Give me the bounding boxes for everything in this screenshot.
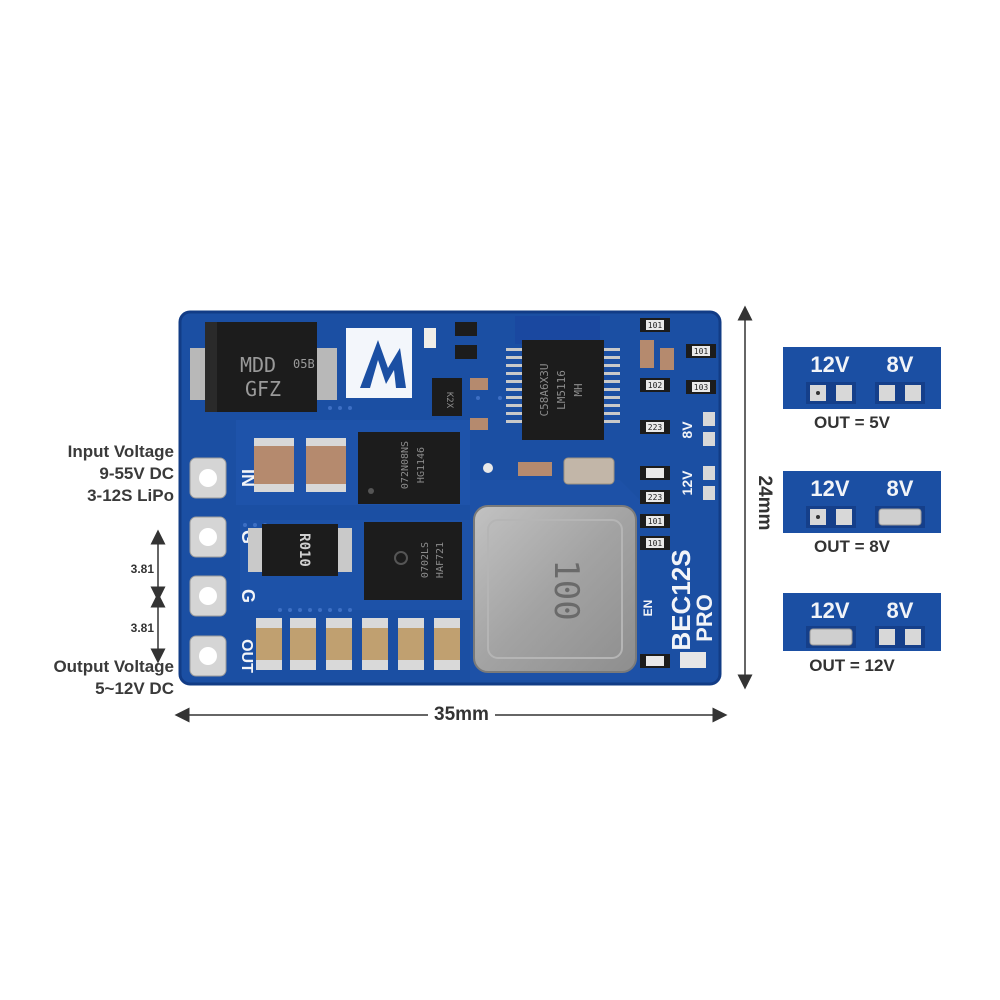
input-voltage-title: Input Voltage <box>67 442 174 461</box>
output-capacitors <box>256 618 460 670</box>
small-ic: K2X <box>432 378 462 416</box>
svg-text:223: 223 <box>648 493 663 502</box>
height-dimension-label: 24mm <box>753 469 775 537</box>
width-dimension-label: 35mm <box>428 704 495 726</box>
input-voltage-range: 9-55V DC <box>99 464 174 483</box>
resistor-column: 101 101 102 103 223 223 101 101 <box>640 318 716 668</box>
svg-text:102: 102 <box>648 381 663 390</box>
inductor-text: 100 <box>546 559 586 620</box>
svg-text:12V: 12V <box>810 598 849 623</box>
shunt-resistor: R010 <box>248 524 352 576</box>
mosfet2-text-2: HAF721 <box>435 542 446 578</box>
svg-text:103: 103 <box>694 383 709 392</box>
jumper-caption-12v: OUT = 12V <box>809 656 895 675</box>
mosfet-1: 072N08NS HG1146 <box>358 432 460 504</box>
onboard-jumper-12v: 12V <box>679 470 695 496</box>
onboard-jumper-8v: 8V <box>679 421 695 439</box>
smd-capacitor <box>470 378 488 390</box>
jumper-caption-8v: OUT = 8V <box>813 537 891 556</box>
svg-text:8V: 8V <box>887 352 914 377</box>
pin-label-out: OUT <box>238 639 255 673</box>
pin-label-g2: G <box>238 589 258 603</box>
jumper-caption-5v: OUT = 5V <box>813 413 891 432</box>
svg-text:101: 101 <box>648 321 663 330</box>
brand-logo <box>346 328 412 398</box>
mosfet2-text-1: 0702LS <box>420 542 431 578</box>
smd-capacitor <box>518 462 552 476</box>
svg-text:12V: 12V <box>810 476 849 501</box>
mosfet-2: 0702LS HAF721 <box>364 522 462 600</box>
svg-text:8V: 8V <box>887 598 914 623</box>
board-name: BEC12S <box>666 549 696 650</box>
svg-text:101: 101 <box>648 517 663 526</box>
input-voltage-label: Input Voltage 9-55V DC 3-12S LiPo <box>20 441 174 507</box>
pin-pads <box>189 457 227 677</box>
output-voltage-title: Output Voltage <box>53 657 174 676</box>
input-capacitors <box>254 438 346 492</box>
pin-g2-pad <box>189 575 227 617</box>
pin-in-pad <box>189 457 227 499</box>
pin-pitch-label-2: 3.81 <box>130 621 154 635</box>
pin-pitch-label-1: 3.81 <box>130 562 154 576</box>
svg-text:223: 223 <box>648 423 663 432</box>
output-voltage-range: 5~12V DC <box>95 679 174 698</box>
mosfet1-text-2: HG1146 <box>416 447 427 483</box>
svg-text:K2X: K2X <box>444 392 454 409</box>
diode-text-top: MDD <box>240 353 276 377</box>
svg-text:101: 101 <box>648 539 663 548</box>
smd-part <box>455 345 477 359</box>
board-name-suffix: PRO <box>692 594 717 642</box>
smd-part <box>424 328 436 348</box>
jumper-config-12v: 12V 8V <box>783 593 941 651</box>
smd-part <box>455 322 477 336</box>
pin-g1-pad <box>189 516 227 558</box>
diode-text-code: 05B <box>293 357 315 371</box>
ic-text-1: C58A6X3U <box>538 364 551 417</box>
onboard-jumpers: 8V 12V <box>679 412 715 500</box>
jumper-config-8v: 12V 8V <box>783 471 941 533</box>
diode-mdd: MDD 05B GFZ <box>190 322 337 412</box>
output-voltage-label: Output Voltage 5~12V DC <box>20 656 174 700</box>
svg-text:12V: 12V <box>810 352 849 377</box>
controller-ic: C58A6X3U LM5116 MH <box>506 340 620 440</box>
ic-text-3: MH <box>572 383 585 396</box>
smd-capacitor <box>470 418 488 430</box>
input-voltage-cells: 3-12S LiPo <box>87 486 174 505</box>
svg-text:101: 101 <box>694 347 709 356</box>
pin-out-pad <box>189 635 227 677</box>
shunt-text: R010 <box>296 533 312 567</box>
pin-label-in: IN <box>238 469 258 487</box>
svg-text:8V: 8V <box>887 476 914 501</box>
jumper-config-5v: 12V 8V <box>783 347 941 409</box>
enable-label: EN <box>641 600 655 617</box>
power-inductor: 100 <box>473 505 637 673</box>
smd-crystal <box>563 457 615 485</box>
diode-text-bottom: GFZ <box>245 377 281 401</box>
ic-text-2: LM5116 <box>555 370 568 410</box>
mosfet1-text-1: 072N08NS <box>400 441 411 489</box>
